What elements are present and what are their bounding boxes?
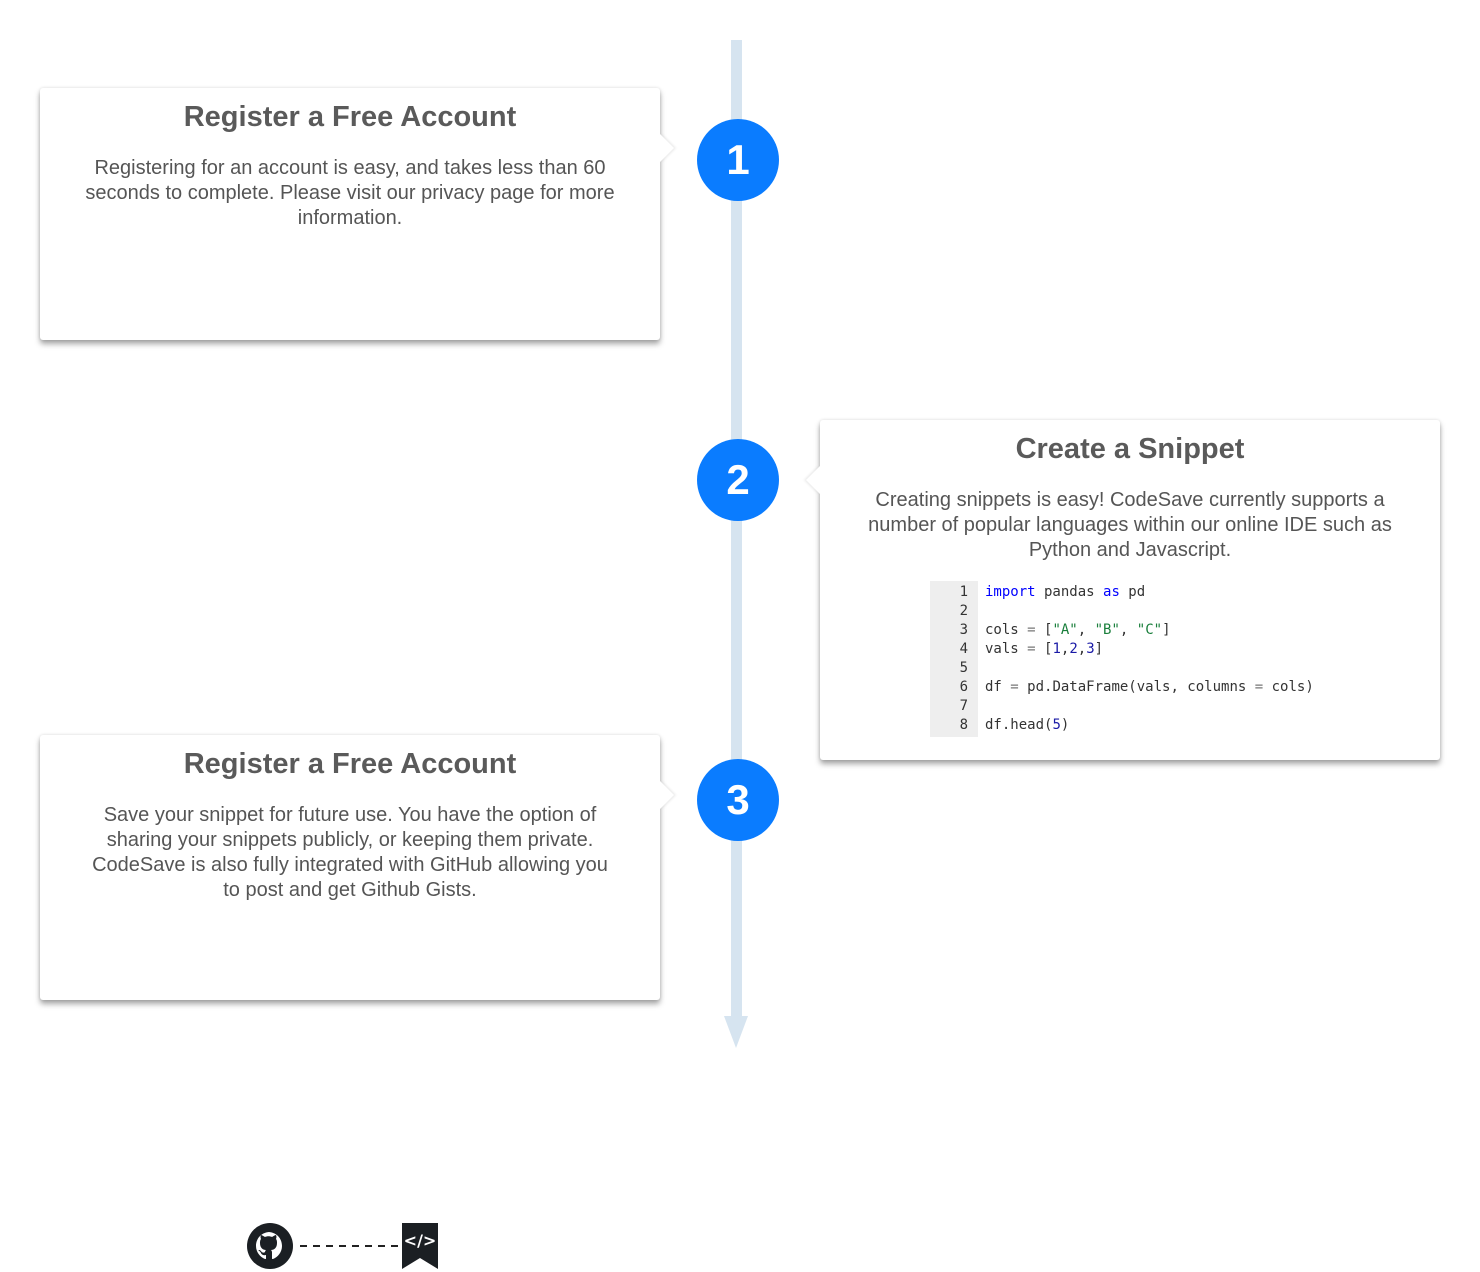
step-3-badge: 3 <box>697 759 779 841</box>
card-title: Register a Free Account <box>183 748 517 780</box>
code-line <box>985 697 1314 716</box>
step-1-card: Register a Free Account Registering for … <box>40 88 660 340</box>
card-title: Create a Snippet <box>1015 433 1245 465</box>
github-integration-graphic: </> <box>247 1223 438 1269</box>
line-number: 3 <box>959 622 968 638</box>
code-lines: import pandas as pd cols = ["A", "B", "C… <box>978 581 1314 737</box>
step-2-card: Create a Snippet Creating snippets is ea… <box>820 420 1440 760</box>
codesave-bookmark-icon: </> <box>402 1223 438 1269</box>
line-number: 2 <box>959 603 968 619</box>
line-number: 6 <box>959 679 968 695</box>
step-1-badge: 1 <box>697 119 779 201</box>
step-2-badge: 2 <box>697 439 779 521</box>
card-description: Save your snippet for future use. You ha… <box>92 804 608 901</box>
code-line <box>985 602 1314 621</box>
code-line: df.head(5) <box>985 717 1070 733</box>
line-number: 1 <box>959 584 968 600</box>
github-icon <box>247 1223 293 1269</box>
timeline-line <box>731 40 742 1025</box>
timeline-arrow-icon <box>724 1016 748 1048</box>
code-line: df = pd.DataFrame(vals, columns = cols) <box>985 679 1314 695</box>
code-line <box>985 659 1314 678</box>
code-snippet-editor[interactable]: 1 2 3 4 5 6 7 8 import pandas as pd cols = ["A"… <box>930 581 1330 737</box>
code-line: import pandas as pd <box>985 584 1146 600</box>
step-3-card: Register a Free Account Save your snippe… <box>40 735 660 1269</box>
line-number: 8 <box>959 717 968 733</box>
line-number-gutter: 1 2 3 4 5 6 7 8 <box>930 581 978 737</box>
code-line: vals = [1,2,3] <box>985 641 1104 657</box>
line-number: 7 <box>959 698 968 714</box>
line-number: 4 <box>959 641 968 657</box>
card-description: Creating snippets is easy! CodeSave curr… <box>868 489 1392 561</box>
card-description: Registering for an account is easy, and … <box>85 157 615 229</box>
line-number: 5 <box>959 660 968 676</box>
bookmark-glyph: </> <box>404 1231 437 1250</box>
code-line: cols = ["A", "B", "C"] <box>985 622 1171 638</box>
card-title: Register a Free Account <box>183 101 517 133</box>
